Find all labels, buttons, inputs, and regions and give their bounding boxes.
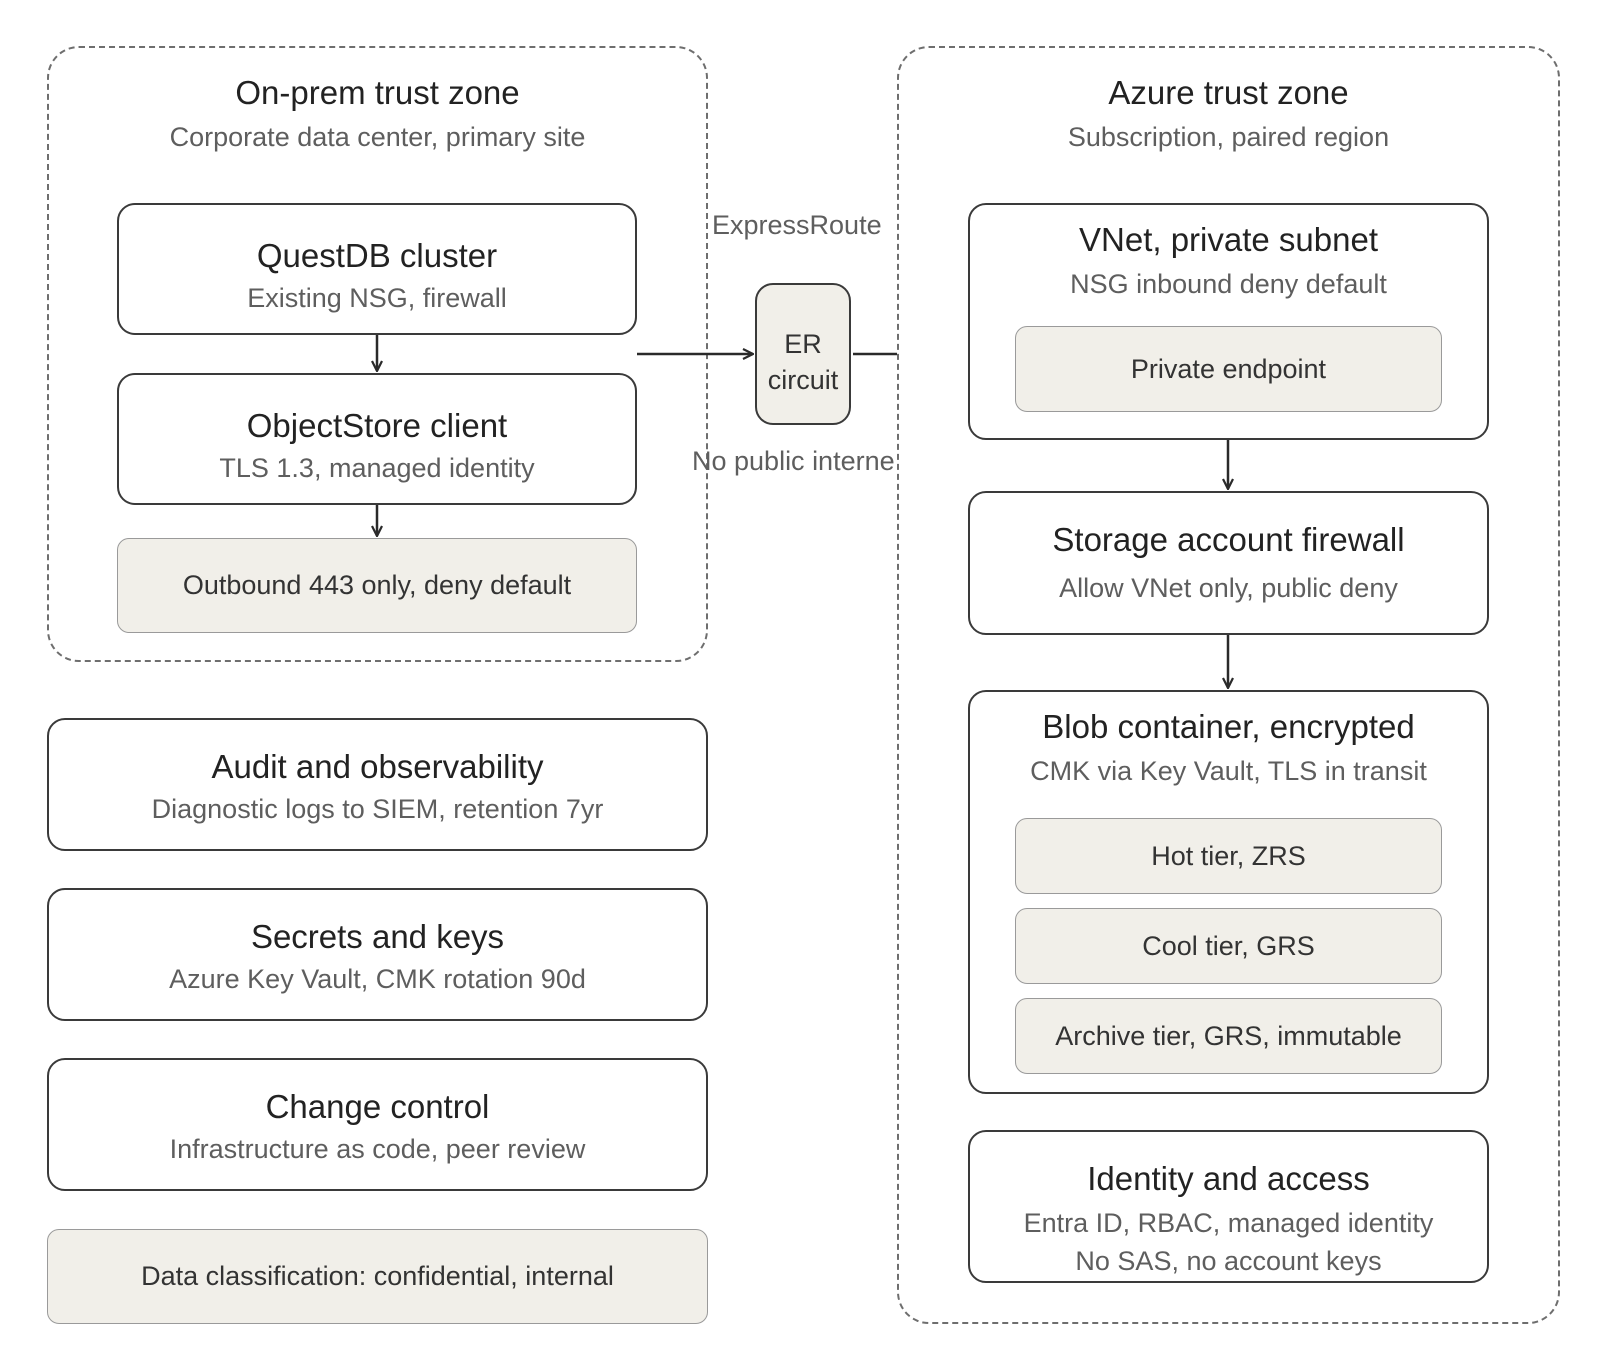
onprem-trust-zone: On-prem trust zone Corporate data center… bbox=[47, 46, 708, 662]
objectstore-client-node: ObjectStore client TLS 1.3, managed iden… bbox=[117, 373, 637, 505]
outbound-rule-node: Outbound 443 only, deny default bbox=[117, 538, 637, 633]
vnet-subtitle: NSG inbound deny default bbox=[1070, 269, 1387, 299]
secrets-title: Secrets and keys bbox=[250, 918, 505, 955]
hot-tier-node: Hot tier, ZRS bbox=[1015, 818, 1442, 894]
er-circuit-line1: ER bbox=[784, 329, 822, 359]
secrets-subtitle: Azure Key Vault, CMK rotation 90d bbox=[169, 964, 586, 994]
identity-line1: Entra ID, RBAC, managed identity bbox=[1023, 1208, 1434, 1238]
blob-container-subtitle: CMK via Key Vault, TLS in transit bbox=[1030, 756, 1427, 786]
audit-observability-node: Audit and observability Diagnostic logs … bbox=[47, 718, 708, 851]
azure-zone-title: Azure trust zone bbox=[1108, 74, 1349, 111]
archive-tier-node: Archive tier, GRS, immutable bbox=[1015, 998, 1442, 1074]
storage-firewall-title: Storage account firewall bbox=[1052, 521, 1405, 558]
er-circuit-node: ER circuit bbox=[755, 283, 851, 425]
identity-access-node: Identity and access Entra ID, RBAC, mana… bbox=[968, 1130, 1489, 1283]
change-control-node: Change control Infrastructure as code, p… bbox=[47, 1058, 708, 1191]
storage-account-firewall-node: Storage account firewall Allow VNet only… bbox=[968, 491, 1489, 635]
blob-container-title: Blob container, encrypted bbox=[1042, 708, 1415, 745]
azure-trust-zone: Azure trust zone Subscription, paired re… bbox=[897, 46, 1560, 1324]
questdb-cluster-subtitle: Existing NSG, firewall bbox=[247, 283, 507, 313]
onprem-zone-subtitle: Corporate data center, primary site bbox=[169, 122, 586, 152]
no-public-internet-label: No public interne bbox=[692, 446, 895, 476]
private-endpoint-node: Private endpoint bbox=[1015, 326, 1442, 412]
objectstore-client-subtitle: TLS 1.3, managed identity bbox=[219, 453, 535, 483]
er-circuit-line2: circuit bbox=[767, 365, 839, 395]
azure-zone-subtitle: Subscription, paired region bbox=[1067, 122, 1390, 152]
questdb-cluster-node: QuestDB cluster Existing NSG, firewall bbox=[117, 203, 637, 335]
audit-title: Audit and observability bbox=[211, 748, 544, 785]
vnet-title: VNet, private subnet bbox=[1079, 221, 1378, 258]
secrets-keys-node: Secrets and keys Azure Key Vault, CMK ro… bbox=[47, 888, 708, 1021]
identity-line2: No SAS, no account keys bbox=[1075, 1246, 1382, 1276]
expressroute-label: ExpressRoute bbox=[712, 210, 882, 240]
audit-subtitle: Diagnostic logs to SIEM, retention 7yr bbox=[151, 794, 604, 824]
data-classification-node: Data classification: confidential, inter… bbox=[47, 1229, 708, 1324]
onprem-zone-title: On-prem trust zone bbox=[235, 74, 520, 111]
change-control-subtitle: Infrastructure as code, peer review bbox=[169, 1134, 586, 1164]
storage-firewall-subtitle: Allow VNet only, public deny bbox=[1059, 573, 1398, 603]
objectstore-client-title: ObjectStore client bbox=[246, 407, 508, 444]
questdb-cluster-title: QuestDB cluster bbox=[256, 237, 498, 274]
no-public-internet-label-clip: No public interne bbox=[690, 444, 900, 484]
change-control-title: Change control bbox=[265, 1088, 490, 1125]
identity-title: Identity and access bbox=[1087, 1160, 1370, 1197]
cool-tier-node: Cool tier, GRS bbox=[1015, 908, 1442, 984]
